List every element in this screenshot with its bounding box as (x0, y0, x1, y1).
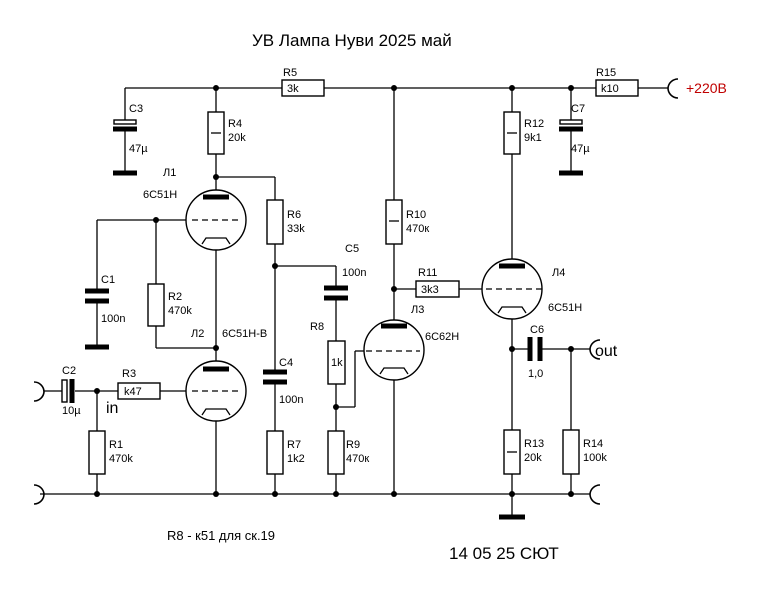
r15-name: R15 (596, 67, 616, 79)
resistor-r8: R8 1k (310, 321, 346, 385)
r5-value: 3k (287, 83, 299, 95)
r11-value: 3k3 (421, 284, 439, 296)
l4-name: Л4 (552, 267, 565, 279)
supply-label: +220В (686, 80, 727, 96)
resistor-r13: R13 20k (503, 429, 544, 475)
capacitor-c1: C1 100n (85, 274, 125, 325)
wiring (40, 87, 668, 516)
r14-value: 100k (583, 452, 607, 464)
c6-name: C6 (530, 324, 544, 336)
r7-value: 1k2 (287, 453, 305, 465)
capacitor-c4: C4 100n (263, 357, 303, 406)
resistor-r14: R14 100k (562, 429, 607, 475)
resistor-r6: R6 33k (266, 199, 305, 245)
resistor-r15: R15 k10 (595, 67, 639, 97)
r9-value: 470к (346, 453, 369, 465)
r1-name: R1 (109, 439, 123, 451)
r4-value: 20k (228, 132, 246, 144)
r2-value: 470k (168, 305, 192, 317)
r8-value: 1k (331, 357, 343, 369)
resistor-r12: R12 9k1 (503, 111, 544, 155)
resistor-r3: R3 k47 (117, 368, 161, 400)
c2-name: C2 (62, 365, 76, 377)
r10-name: R10 (406, 209, 426, 221)
resistor-r1: R1 470k (88, 430, 133, 475)
tube-l4: Л4 6С51Н (476, 258, 582, 320)
c6-value: 1,0 (528, 368, 543, 380)
c1-value: 100n (101, 313, 125, 325)
resistor-r2: R2 470k (147, 283, 192, 327)
capacitor-c5: C5 100n (324, 243, 366, 301)
c2-value: 10µ (62, 405, 81, 417)
r12-name: R12 (524, 118, 544, 130)
tube-l2: Л2 6С51Н-В (185, 328, 267, 422)
l4-type: 6С51Н (548, 302, 582, 314)
r13-name: R13 (524, 438, 544, 450)
input-label: in (106, 400, 118, 417)
c1-name: C1 (101, 274, 115, 286)
r10-value: 470к (406, 223, 429, 235)
resistor-r5: R5 3k (281, 67, 325, 97)
l1-name: Л1 (163, 167, 176, 179)
l2-type: 6С51Н-В (222, 328, 267, 340)
resistor-r9: R9 470к (327, 430, 369, 475)
c5-name: C5 (345, 243, 359, 255)
r11-name: R11 (418, 267, 437, 279)
output-label: out (595, 343, 618, 360)
l3-name: Л3 (411, 304, 424, 316)
r13-value: 20k (524, 452, 542, 464)
resistor-r10: R10 470к (385, 199, 429, 245)
ground-symbols (85, 170, 583, 520)
r2-name: R2 (168, 291, 182, 303)
r5-name: R5 (283, 67, 297, 79)
r6-value: 33k (287, 223, 305, 235)
r14-name: R14 (583, 438, 603, 450)
c3-name: C3 (129, 103, 143, 115)
resistor-r4: R4 20k (207, 111, 246, 155)
r12-value: 9k1 (524, 132, 542, 144)
connector-jacks (33, 78, 679, 505)
l2-name: Л2 (191, 328, 204, 340)
capacitor-c7: C7 47µ (559, 103, 590, 155)
r8-name: R8 (310, 321, 324, 333)
c4-value: 100n (279, 394, 303, 406)
c7-value: 47µ (571, 143, 590, 155)
capacitor-c6: C6 1,0 (527, 324, 544, 380)
r9-name: R9 (346, 439, 360, 451)
r15-value: k10 (601, 83, 619, 95)
l1-type: 6С51Н (143, 189, 177, 201)
r6-name: R6 (287, 209, 301, 221)
resistor-r11: R11 3k3 (415, 267, 460, 298)
l3-type: 6С62Н (425, 331, 459, 343)
footer-date: 14 05 25 СЮТ (449, 544, 559, 563)
resistor-r7: R7 1k2 (266, 430, 305, 475)
schematic-title: УВ Лампа Нуви 2025 май (252, 31, 452, 50)
capacitor-c3: C3 47µ (113, 103, 148, 155)
r7-name: R7 (287, 439, 301, 451)
c5-value: 100n (342, 267, 366, 279)
tube-l1: Л1 6С51Н (143, 167, 247, 251)
capacitor-c2: C2 10µ (61, 365, 81, 417)
r1-value: 470k (109, 453, 133, 465)
junction-dots (94, 85, 574, 497)
tube-l3: Л3 6С62Н (363, 304, 459, 381)
r3-value: k47 (124, 386, 142, 398)
r4-name: R4 (228, 118, 242, 130)
note-r8: R8 - к51 для ск.19 (167, 528, 275, 543)
c4-name: C4 (279, 357, 293, 369)
r3-name: R3 (122, 368, 136, 380)
c3-value: 47µ (129, 143, 148, 155)
c7-name: C7 (571, 103, 585, 115)
